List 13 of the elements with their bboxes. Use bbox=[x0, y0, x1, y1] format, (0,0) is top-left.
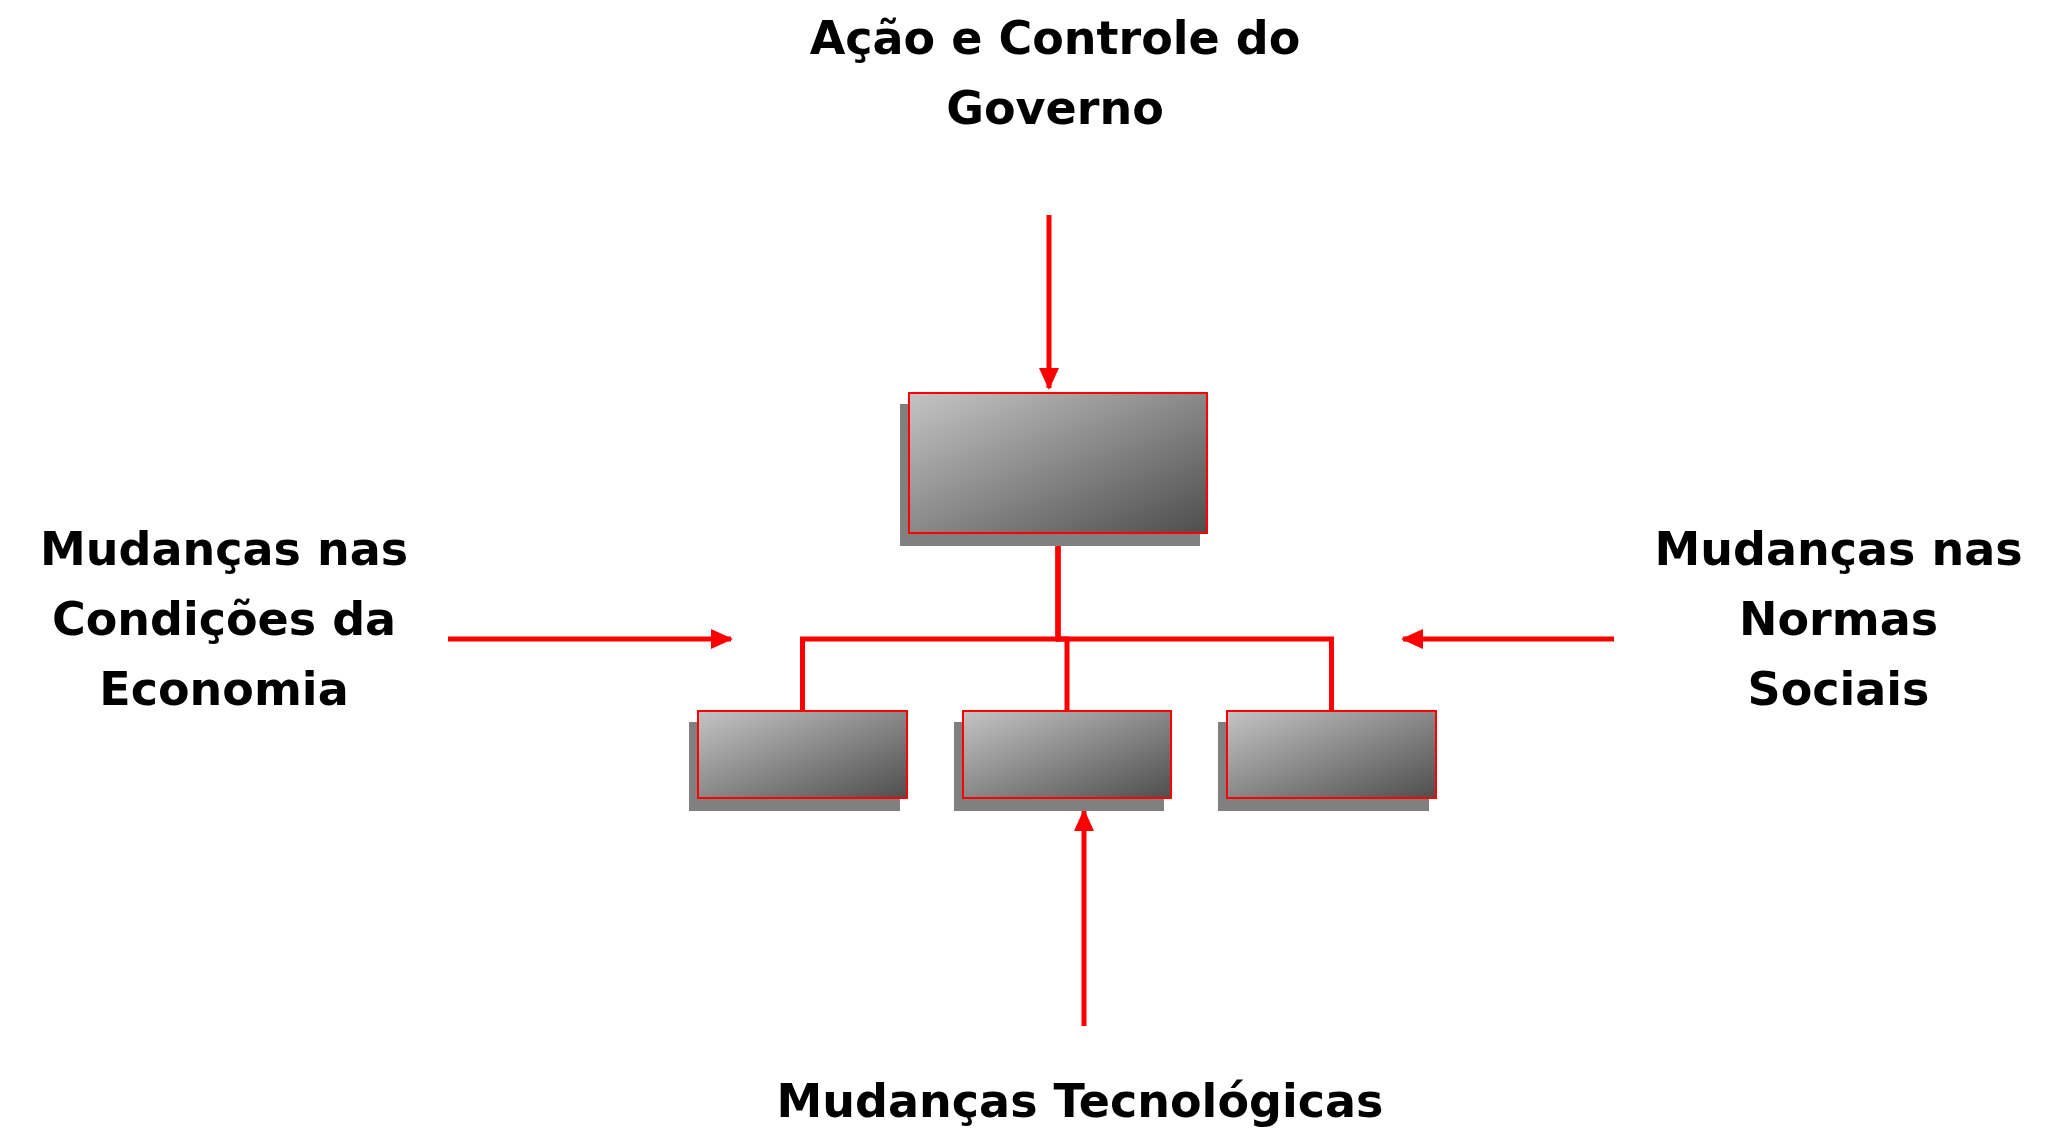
factor-label: Mudanças nas Condições da Economia bbox=[38, 521, 410, 718]
org-chart-box bbox=[1218, 710, 1437, 811]
arrow bbox=[1074, 809, 1094, 1026]
org-chart-box bbox=[900, 392, 1208, 546]
connector-line bbox=[1055, 546, 1334, 710]
factor-label: Mudanças Tecnológicas bbox=[776, 1073, 1384, 1130]
arrow bbox=[1401, 629, 1614, 649]
factor-label: Mudanças nas Normas Sociais bbox=[1653, 521, 2024, 718]
factor-label: Ação e Controle do Governo bbox=[808, 10, 1302, 137]
org-chart-box bbox=[689, 710, 908, 811]
arrow bbox=[1039, 215, 1059, 390]
arrow bbox=[448, 629, 733, 649]
org-chart-box bbox=[954, 710, 1172, 811]
